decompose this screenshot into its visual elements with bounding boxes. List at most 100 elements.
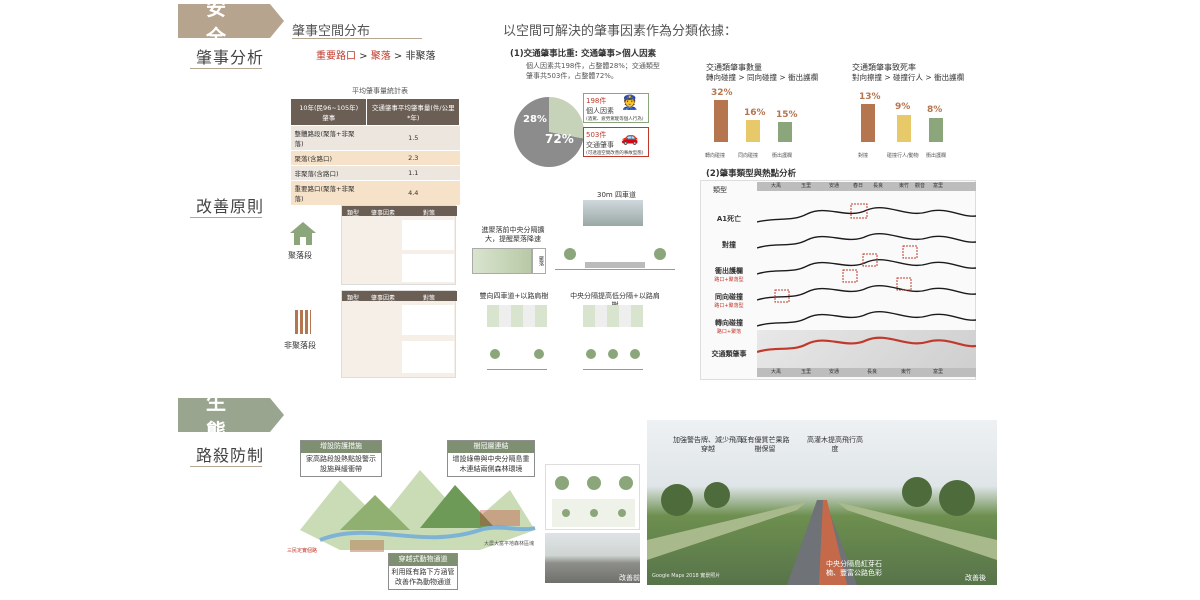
spatial-title: 肇事空間分布 — [292, 24, 371, 39]
pie-label-28: 28% — [523, 114, 547, 125]
canopy-callout: 樹冠層連結 增設綠帶與中央分隔島重木連結兩側森林環境 — [447, 440, 535, 478]
order-settlement: 聚落 — [370, 51, 391, 62]
basis-subtitle: (1)交通肇事比重: 交通肇事>個人因素 — [510, 49, 657, 59]
before-photo — [545, 533, 640, 583]
animal-passage-callout: 穿越式動物通道 利用既有路下方涵管改善作為動物通道 — [388, 553, 458, 591]
death-chart-subtitle: 對向擦撞 > 碰撞行人 > 衝出護欄 — [852, 73, 965, 82]
pie-label-72: 72% — [545, 132, 574, 146]
divider — [190, 466, 262, 467]
axis-label: 春日 — [853, 183, 864, 189]
bottom-axis-bar — [757, 368, 976, 377]
person-icon: 👮 — [621, 95, 639, 111]
count-value: 15% — [776, 110, 798, 120]
count-chart: 32% 16% 15% — [704, 88, 798, 142]
axis-label: 東竹 — [901, 369, 912, 375]
box-label: 交通肇事 — [586, 141, 614, 149]
table-cell: 整體路段(聚落+非聚落) — [290, 125, 367, 151]
count-label: 同向碰撞 — [738, 153, 759, 159]
settlement-note: 進聚落前中央分隔擴大，提醒聚落降速 — [481, 226, 545, 244]
table-header: 交通肇事平均肇事量(件/公里*年) — [366, 98, 460, 126]
box-note: (酒駕、疲勞駕駛等個人行為) — [586, 117, 644, 122]
hotspot-box — [862, 253, 878, 267]
non-settlement-left-section — [487, 342, 547, 370]
row-traffic-accident: 交通類肇事 — [711, 350, 747, 358]
box-note: (可透過空間改善的事故型態) — [586, 151, 644, 156]
settlement-label: 聚落段 — [288, 251, 312, 260]
spatial-order: 重要路口 > 聚落 > 非聚落 — [316, 47, 436, 62]
accident-pie — [514, 97, 584, 167]
table-cell: 重要路口(聚落+非聚落) — [290, 180, 367, 206]
count-label: 衝出護欄 — [772, 153, 793, 159]
axis-label: 觀音 — [915, 183, 926, 189]
row-turning-sub: 路口+聚落 — [716, 329, 742, 335]
top-axis-bar — [757, 182, 976, 191]
divider — [292, 38, 422, 39]
death-bar — [929, 118, 943, 142]
death-value: 8% — [927, 105, 943, 115]
photo-callout: 加強警告牌、減少飛高穿越 — [673, 436, 743, 454]
table-row: 重要路口(聚落+非聚落)4.4 — [290, 180, 460, 206]
road-section-diagram — [555, 230, 675, 270]
order-major-junction: 重要路口 — [316, 51, 356, 62]
table-cell: 2.3 — [366, 150, 460, 166]
basis-description: 個人因素共198件，占整體28%；交通類型肇事共503件，占整體72%。 — [526, 62, 660, 80]
safety-subtitle: 肇事分析 — [196, 48, 265, 67]
table-cell: 聚落(含路口) — [290, 150, 367, 166]
death-label: 碰撞行人/動物 — [887, 153, 919, 159]
improve-subtitle: 改善原則 — [196, 197, 265, 216]
gt-sign: > — [356, 51, 371, 62]
axis-label: 大禹 — [771, 369, 782, 375]
axis-label: 安通 — [829, 369, 840, 375]
callout-body: 家高路段設熱點設警示設施與緩衝帶 — [306, 454, 376, 473]
hotspot-title: (2)肇事類型與熱點分析 — [706, 169, 797, 179]
table-cell: 1.1 — [366, 165, 460, 181]
mountain-landscape-illustration — [300, 470, 536, 552]
count-value: 16% — [744, 108, 766, 118]
settlement-strategy-table: 類型 肇事因素 對策 — [341, 205, 457, 285]
top-axis: 大禹 玉里 安通 春日 長良 東竹 觀音 富里 — [757, 182, 976, 191]
photo-credit: Google Maps 2018 實景照片 — [652, 573, 721, 579]
non-settlement-left-note: 雙向四車道+以路肩樹 — [479, 292, 549, 300]
death-bar — [897, 115, 911, 142]
table-row: 非聚落(含路口)1.1 — [290, 165, 460, 181]
death-value: 13% — [859, 92, 881, 102]
non-settlement-right-plan — [583, 305, 643, 327]
protection-callout: 增設防護措施 家高路段設熱點設警示設施與緩衝帶 — [300, 440, 382, 478]
axis-label: 東竹 — [899, 183, 910, 189]
road-icon — [295, 310, 311, 334]
table-row: 聚落(含路口)2.3 — [290, 150, 460, 166]
table-header: 對策 — [422, 295, 435, 302]
line-turning — [757, 311, 976, 327]
line-head-on — [757, 233, 976, 249]
table-row: 整體路段(聚落+非聚落)1.5 — [290, 125, 460, 151]
box-label: 個人因素 — [586, 107, 614, 115]
after-label: 改善後 — [965, 574, 986, 582]
basis-title: 以空間可解決的肇事因素作為分類依據： — [503, 24, 738, 39]
death-label: 對撞 — [858, 153, 869, 159]
table-cell: 1.5 — [366, 125, 460, 151]
settlement-plan-image — [472, 248, 532, 274]
after-photo — [647, 420, 997, 585]
row-same-direction-sub: 路口+聚落型 — [714, 303, 744, 309]
road-photo — [583, 200, 643, 226]
hotspot-type-label: 類型 — [713, 186, 727, 194]
hotspot-box — [774, 289, 790, 303]
box-count: 198件 — [586, 97, 607, 105]
table-header: 肇事因素 — [370, 295, 395, 302]
eco-tag: 生 態 — [178, 390, 284, 443]
house-icon — [288, 220, 318, 246]
row-a1-death: A1死亡 — [716, 215, 742, 223]
row-run-off-sub: 路口+聚落型 — [714, 277, 744, 283]
before-label: 改善前 — [619, 574, 640, 582]
count-chart-subtitle: 轉向碰撞 > 同向碰撞 > 衝出護欄 — [706, 73, 819, 82]
row-run-off: 衝出護欄 — [715, 267, 743, 275]
map-note: 三民定實個路 — [287, 548, 318, 554]
death-bar — [861, 104, 875, 142]
count-chart-title: 交通類肇事數量 — [706, 63, 762, 72]
photo-callout: 中央分隔島紅芽石楠、豐富公路色彩 — [826, 560, 882, 578]
table-cell: 非聚落(含路口) — [290, 165, 367, 181]
non-settlement-label: 非聚落段 — [284, 341, 316, 350]
bottom-axis: 大禹 玉里 安通 長良 東竹 富里 — [757, 368, 976, 377]
axis-label: 大禹 — [771, 183, 782, 189]
callout-heading: 增設防護措施 — [301, 441, 381, 453]
